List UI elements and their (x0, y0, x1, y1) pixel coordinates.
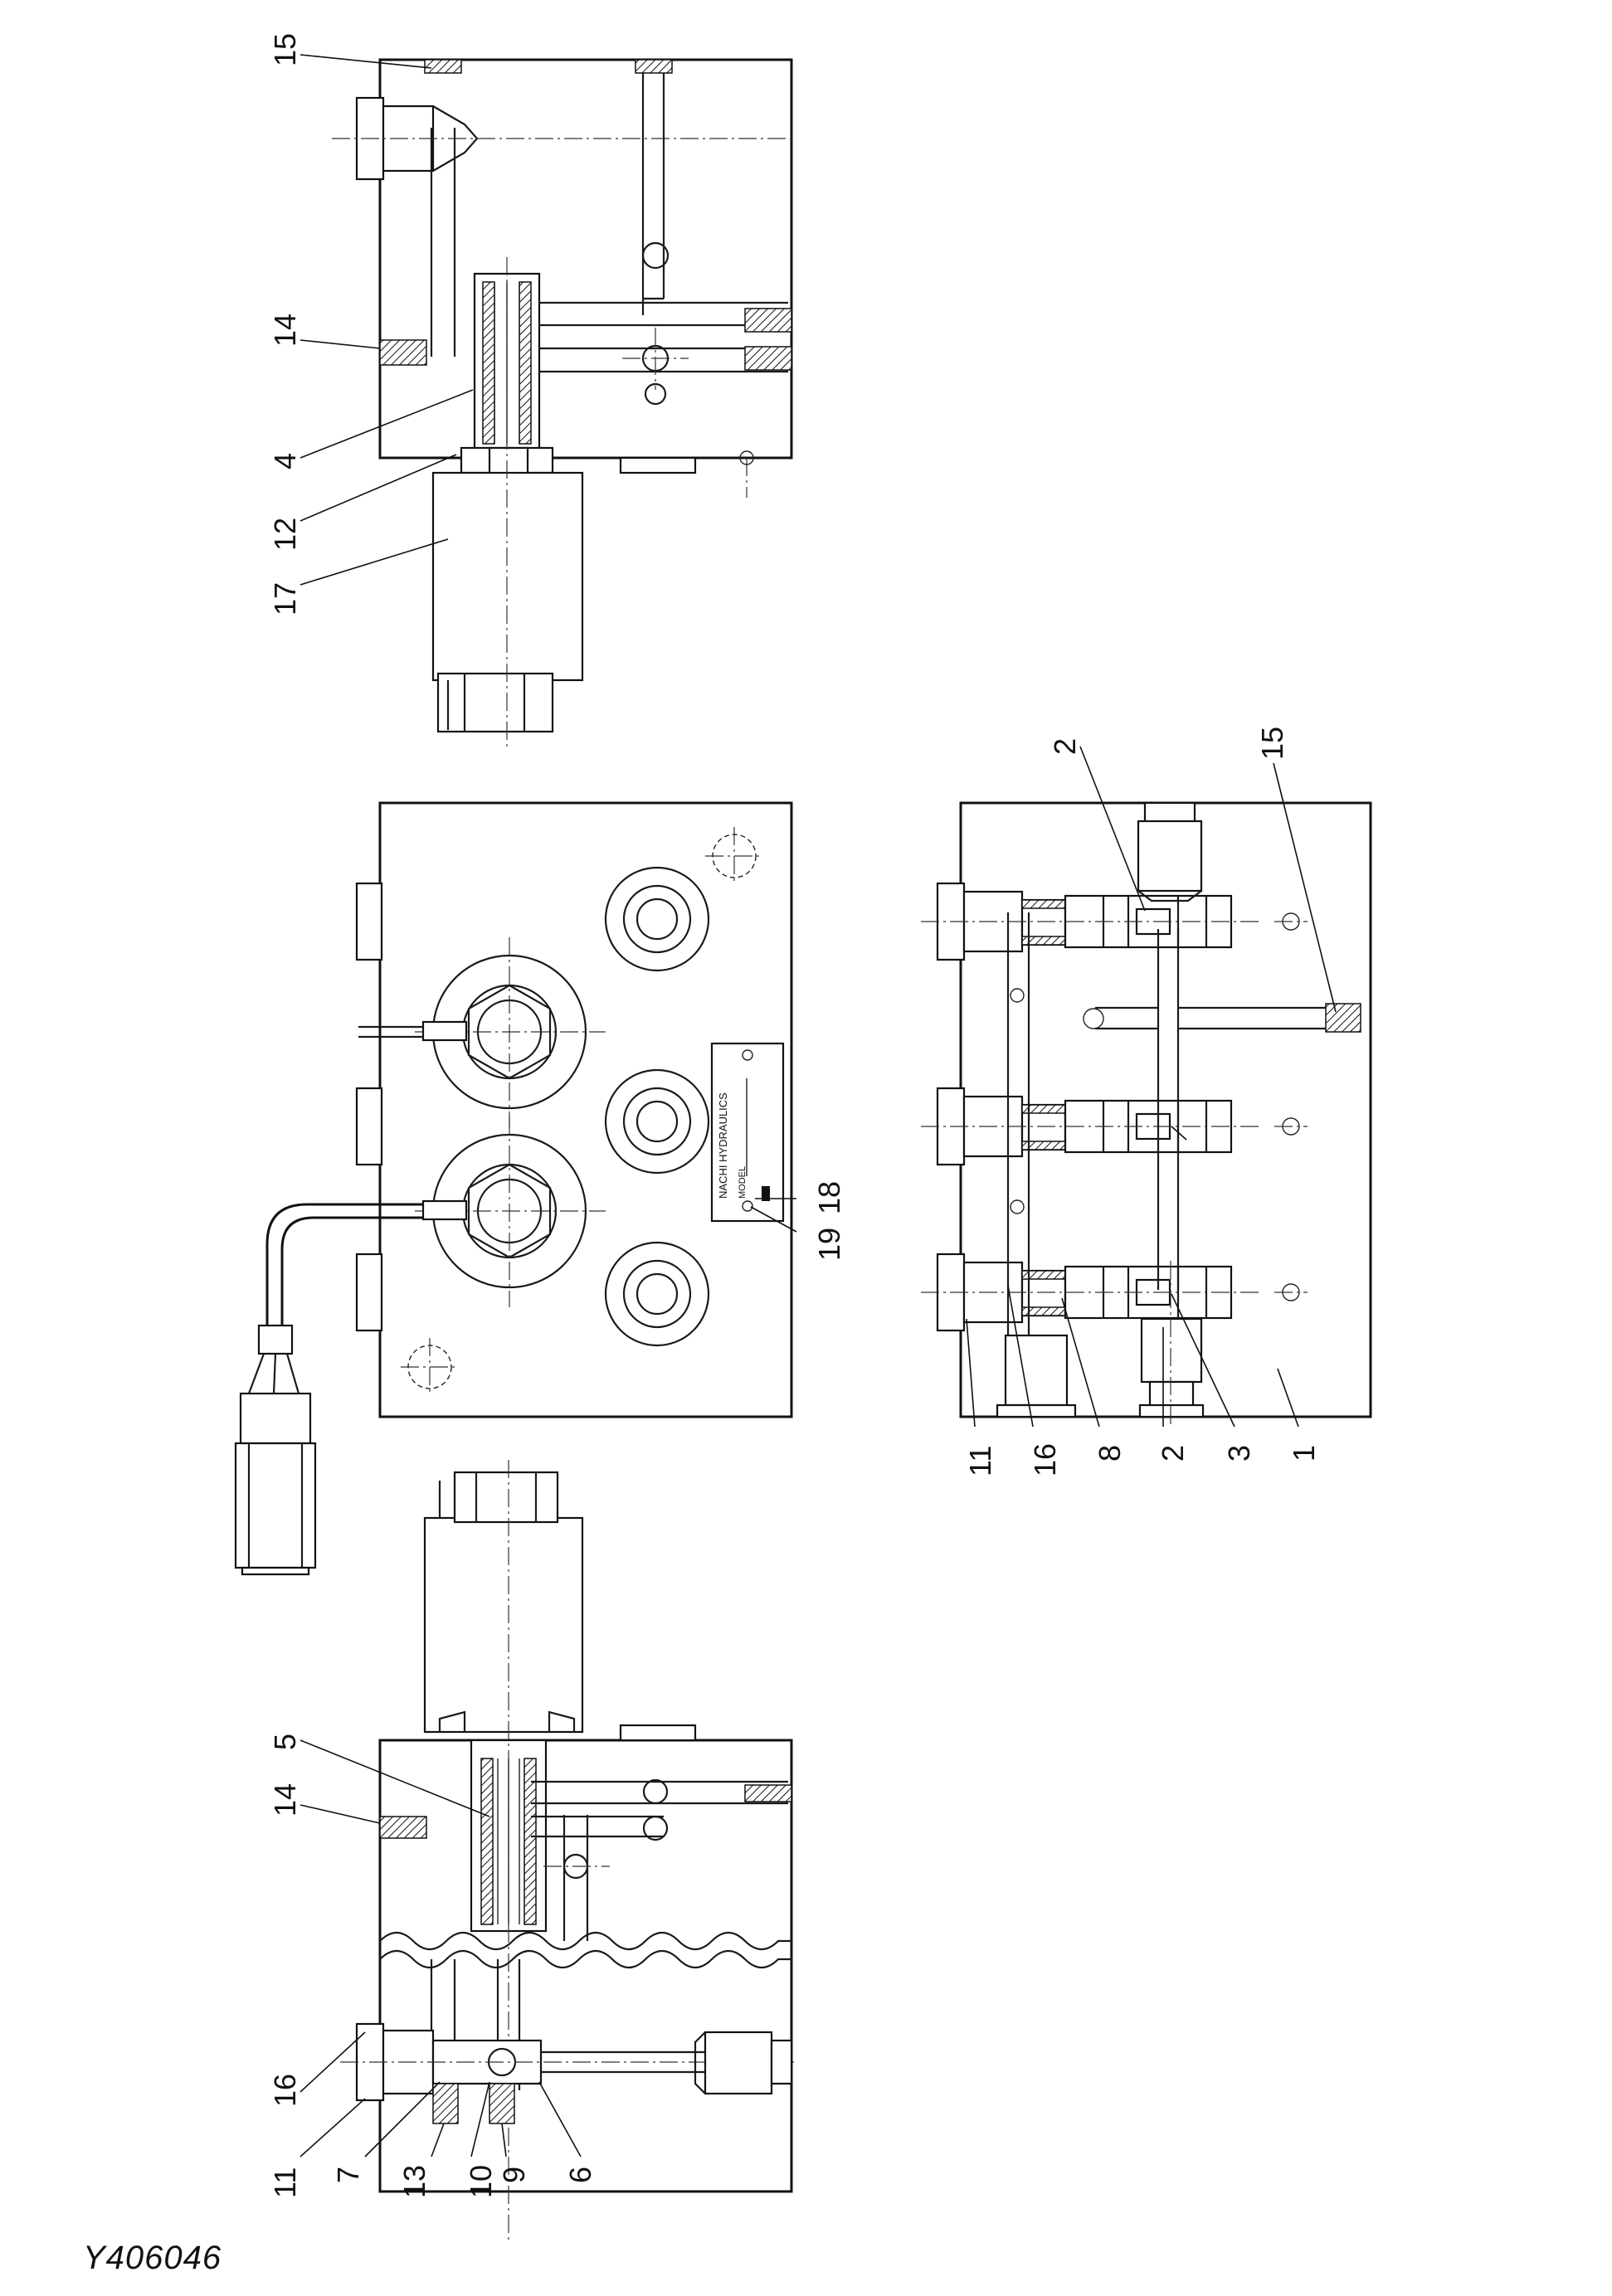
nameplate-brand: NACHI HYDRAULICS (717, 1092, 729, 1199)
callout-v3-2-bottom: 2 (1156, 1445, 1190, 1462)
callout-v4-14: 14 (268, 1783, 302, 1817)
callout-v4-16: 16 (268, 2074, 302, 2107)
section-view-top (332, 58, 796, 747)
callout-v4-6: 6 (563, 2167, 597, 2183)
callout-v4-9: 9 (497, 2167, 531, 2183)
callout-v4-5: 5 (268, 1734, 302, 1750)
callout-v1-12: 12 (268, 518, 302, 551)
figure-id-label: Y406046 (83, 2240, 222, 2276)
nameplate: NACHI HYDRAULICS MODEL (710, 1042, 785, 1223)
callout-labels: 15 14 4 12 17 18 19 2 15 11 16 8 2 3 1 5… (268, 33, 1321, 2198)
callout-v3-2-top: 2 (1048, 738, 1082, 755)
callout-v4-11: 11 (268, 2167, 302, 2198)
leader-lines (300, 54, 1337, 2157)
cartridge-row-2 (921, 1087, 1308, 1166)
callout-v3-8: 8 (1093, 1445, 1127, 1462)
callout-v1-17: 17 (268, 582, 302, 615)
nameplate-model: MODEL (738, 1166, 748, 1199)
section-view-bottom (340, 1460, 796, 2240)
front-view-middle: NACHI HYDRAULICS MODEL (234, 801, 793, 1576)
cartridge-row-1 (921, 882, 1308, 961)
callout-v2-18: 18 (812, 1181, 846, 1214)
callout-v4-10: 10 (464, 2165, 498, 2198)
callout-v3-1: 1 (1287, 1445, 1321, 1462)
cartridge-row-3 (921, 1253, 1308, 1332)
callout-v1-14: 14 (268, 314, 302, 347)
callout-v3-15: 15 (1255, 727, 1289, 760)
callout-v2-19: 19 (812, 1228, 846, 1261)
callout-v4-7: 7 (331, 2167, 365, 2183)
callout-v1-4: 4 (268, 453, 302, 469)
callout-v3-3: 3 (1222, 1445, 1256, 1462)
callout-v3-16: 16 (1028, 1443, 1062, 1476)
callout-v3-11: 11 (963, 1446, 997, 1476)
callout-v1-15: 15 (268, 33, 302, 66)
section-view-right (921, 801, 1372, 1427)
callout-v4-13: 13 (397, 2165, 431, 2198)
